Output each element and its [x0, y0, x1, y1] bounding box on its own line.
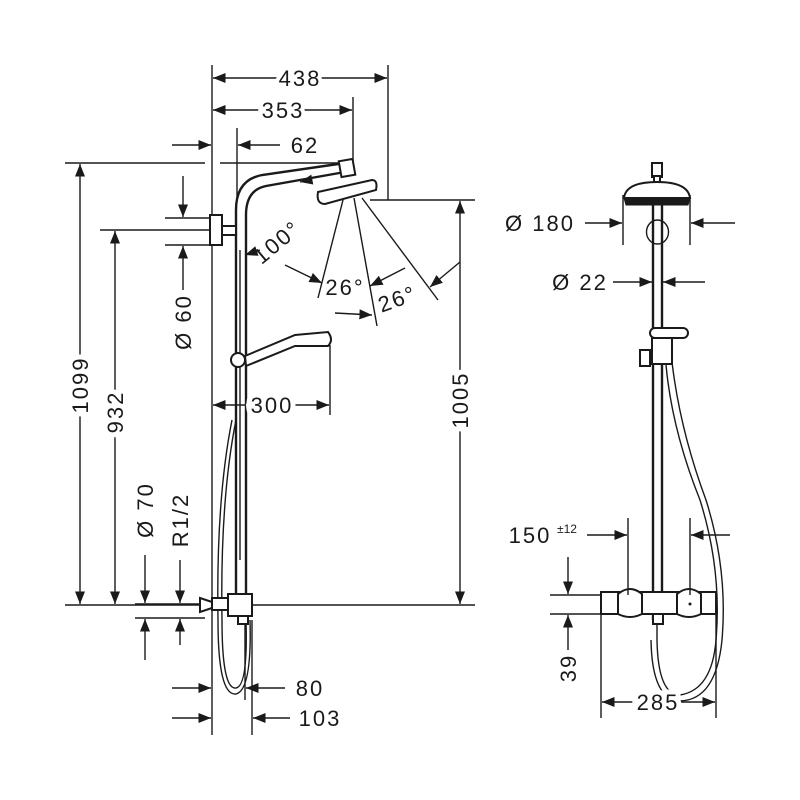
front-dimension-labels: Ø 180 Ø 22 150 ±12 39 285 — [505, 211, 682, 720]
mixer-side — [227, 593, 253, 617]
front-extension-lines — [550, 195, 717, 718]
side-view: 438 353 62 100° 26° 26° 1099 932 Ø 60 10… — [63, 62, 478, 735]
dim-diameter-180: Ø 180 — [505, 211, 575, 236]
hand-shower-front — [649, 327, 689, 339]
overhead-shower — [316, 178, 378, 206]
angle-26-a: 26° — [325, 275, 364, 300]
dim-285: 285 — [637, 690, 680, 715]
dim-diameter-22: Ø 22 — [552, 270, 608, 295]
dimension-lines — [74, 72, 466, 724]
dim-diameter-60: Ø 60 — [171, 294, 196, 350]
front-view: Ø 180 Ø 22 150 ±12 39 285 — [505, 162, 735, 720]
dim-39: 39 — [556, 654, 581, 682]
dim-932: 932 — [103, 391, 128, 434]
head-joint — [337, 157, 357, 179]
dim-1099: 1099 — [68, 357, 93, 414]
angle-26-b: 26° — [375, 280, 420, 317]
front-dimension-lines — [562, 217, 735, 708]
dim-353: 353 — [262, 98, 305, 123]
dim-150-tolerance: ±12 — [557, 522, 577, 536]
dim-150: 150 — [509, 523, 552, 548]
shower-column-front — [600, 162, 724, 702]
dimension-labels: 438 353 62 100° 26° 26° 1099 932 Ø 60 10… — [63, 62, 478, 731]
dim-438: 438 — [279, 66, 322, 91]
dim-1005: 1005 — [448, 372, 473, 429]
dim-thread-r1-2: R1/2 — [168, 493, 193, 547]
dim-103: 103 — [299, 706, 342, 731]
hand-shower — [243, 330, 332, 368]
spray-angle-lines — [317, 197, 439, 327]
hand-shower-holder — [230, 352, 246, 368]
angle-100: 100° — [249, 215, 306, 269]
dim-diameter-70: Ø 70 — [133, 482, 158, 538]
dim-80: 80 — [296, 676, 324, 701]
overhead-shower-front — [622, 180, 692, 199]
wall-bracket — [209, 214, 223, 246]
dim-62: 62 — [291, 133, 319, 158]
shower-column-side — [199, 157, 378, 695]
dim-300: 300 — [251, 393, 294, 418]
